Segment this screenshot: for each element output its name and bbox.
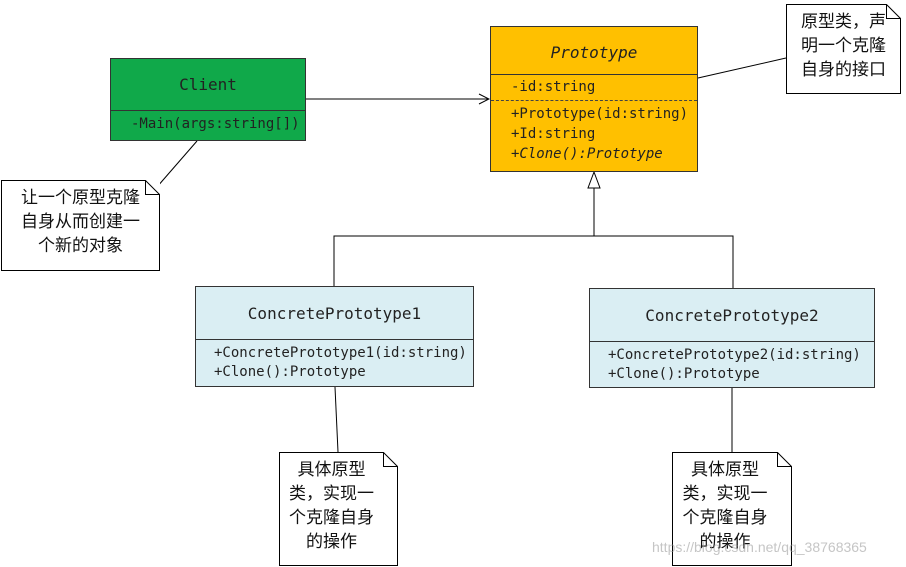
note-shape xyxy=(786,4,901,94)
class-prototype[interactable]: Prototype -id:string +Prototype(id:strin… xyxy=(490,26,698,172)
class-prototype-operations: +Prototype(id:string) +Id:string +Clone(… xyxy=(491,101,697,164)
note-shape xyxy=(279,452,398,566)
class-concrete-prototype-1-name: ConcretePrototype1 xyxy=(196,287,473,340)
note-shape xyxy=(672,452,792,566)
note-line: 让一个原型克隆 xyxy=(21,188,140,208)
class-client[interactable]: Client -Main(args:string[]) xyxy=(110,58,306,141)
note-line: 原型类，声 xyxy=(801,12,886,32)
note-concrete-prototype-1[interactable]: 具体原型 类，实现一 个克隆自身 的操作 xyxy=(279,452,398,566)
note-line: 自身的接口 xyxy=(801,60,886,80)
note-concrete-prototype-2-text: 具体原型 类，实现一 个克隆自身 的操作 xyxy=(672,458,778,554)
note-concrete-prototype-1-text: 具体原型 类，实现一 个克隆自身 的操作 xyxy=(279,458,384,554)
class-prototype-name: Prototype xyxy=(491,27,697,75)
class-concrete-prototype-1-operations: +ConcretePrototype1(id:string) +Clone():… xyxy=(196,340,473,382)
operation: -Main(args:string[]) xyxy=(131,116,300,132)
note-client[interactable]: 让一个原型克隆 自身从而创建一 个新的对象 xyxy=(1,180,160,271)
note-prototype[interactable]: 原型类，声 明一个克隆 自身的接口 xyxy=(786,4,901,94)
watermark: https://blog.csdn.net/qq_38768365 xyxy=(652,539,867,555)
note-line: 具体原型 xyxy=(297,460,366,480)
class-concrete-prototype-1[interactable]: ConcretePrototype1 +ConcretePrototype1(i… xyxy=(195,286,474,387)
generalization-arrowhead xyxy=(587,170,601,189)
note-concrete-prototype-2[interactable]: 具体原型 类，实现一 个克隆自身 的操作 xyxy=(672,452,792,566)
operation: +Clone():Prototype xyxy=(214,364,366,380)
note-line: 具体原型 xyxy=(691,460,759,480)
operation: +Prototype(id:string) xyxy=(511,106,689,122)
class-concrete-prototype-2[interactable]: ConcretePrototype2 +ConcretePrototype2(i… xyxy=(589,288,875,388)
class-concrete-prototype-2-operations: +ConcretePrototype2(id:string) +Clone():… xyxy=(590,342,874,384)
class-client-name: Client xyxy=(111,59,305,111)
class-client-operations: -Main(args:string[]) xyxy=(111,111,305,134)
class-concrete-prototype-2-name: ConcretePrototype2 xyxy=(590,289,874,342)
note-anchor-cp1 xyxy=(334,386,339,453)
note-line: 明一个克隆 xyxy=(801,36,886,56)
note-line: 类，实现一 xyxy=(682,484,768,504)
operation: +Id:string xyxy=(511,126,596,142)
operation: +Clone():Prototype xyxy=(608,366,760,382)
note-line: 的操作 xyxy=(306,532,357,552)
note-line: 的操作 xyxy=(699,532,751,552)
attribute: -id:string xyxy=(511,79,596,95)
note-line: 自身从而创建一 xyxy=(21,212,140,232)
note-line: 个新的对象 xyxy=(38,236,123,256)
operation: +ConcretePrototype1(id:string) xyxy=(214,345,467,361)
note-anchor-prototype xyxy=(697,57,787,79)
note-shape xyxy=(1,180,160,271)
operation-abstract: +Clone():Prototype xyxy=(511,146,663,162)
note-prototype-text: 原型类，声 明一个克隆 自身的接口 xyxy=(792,10,895,82)
note-line: 个克隆自身 xyxy=(682,508,768,528)
operation: +ConcretePrototype2(id:string) xyxy=(608,347,861,363)
note-line: 个克隆自身 xyxy=(289,508,374,528)
note-line: 类，实现一 xyxy=(289,484,374,504)
generalization-connector xyxy=(333,235,734,288)
class-prototype-attributes: -id:string xyxy=(491,75,697,101)
note-client-text: 让一个原型克隆 自身从而创建一 个新的对象 xyxy=(1,186,160,258)
